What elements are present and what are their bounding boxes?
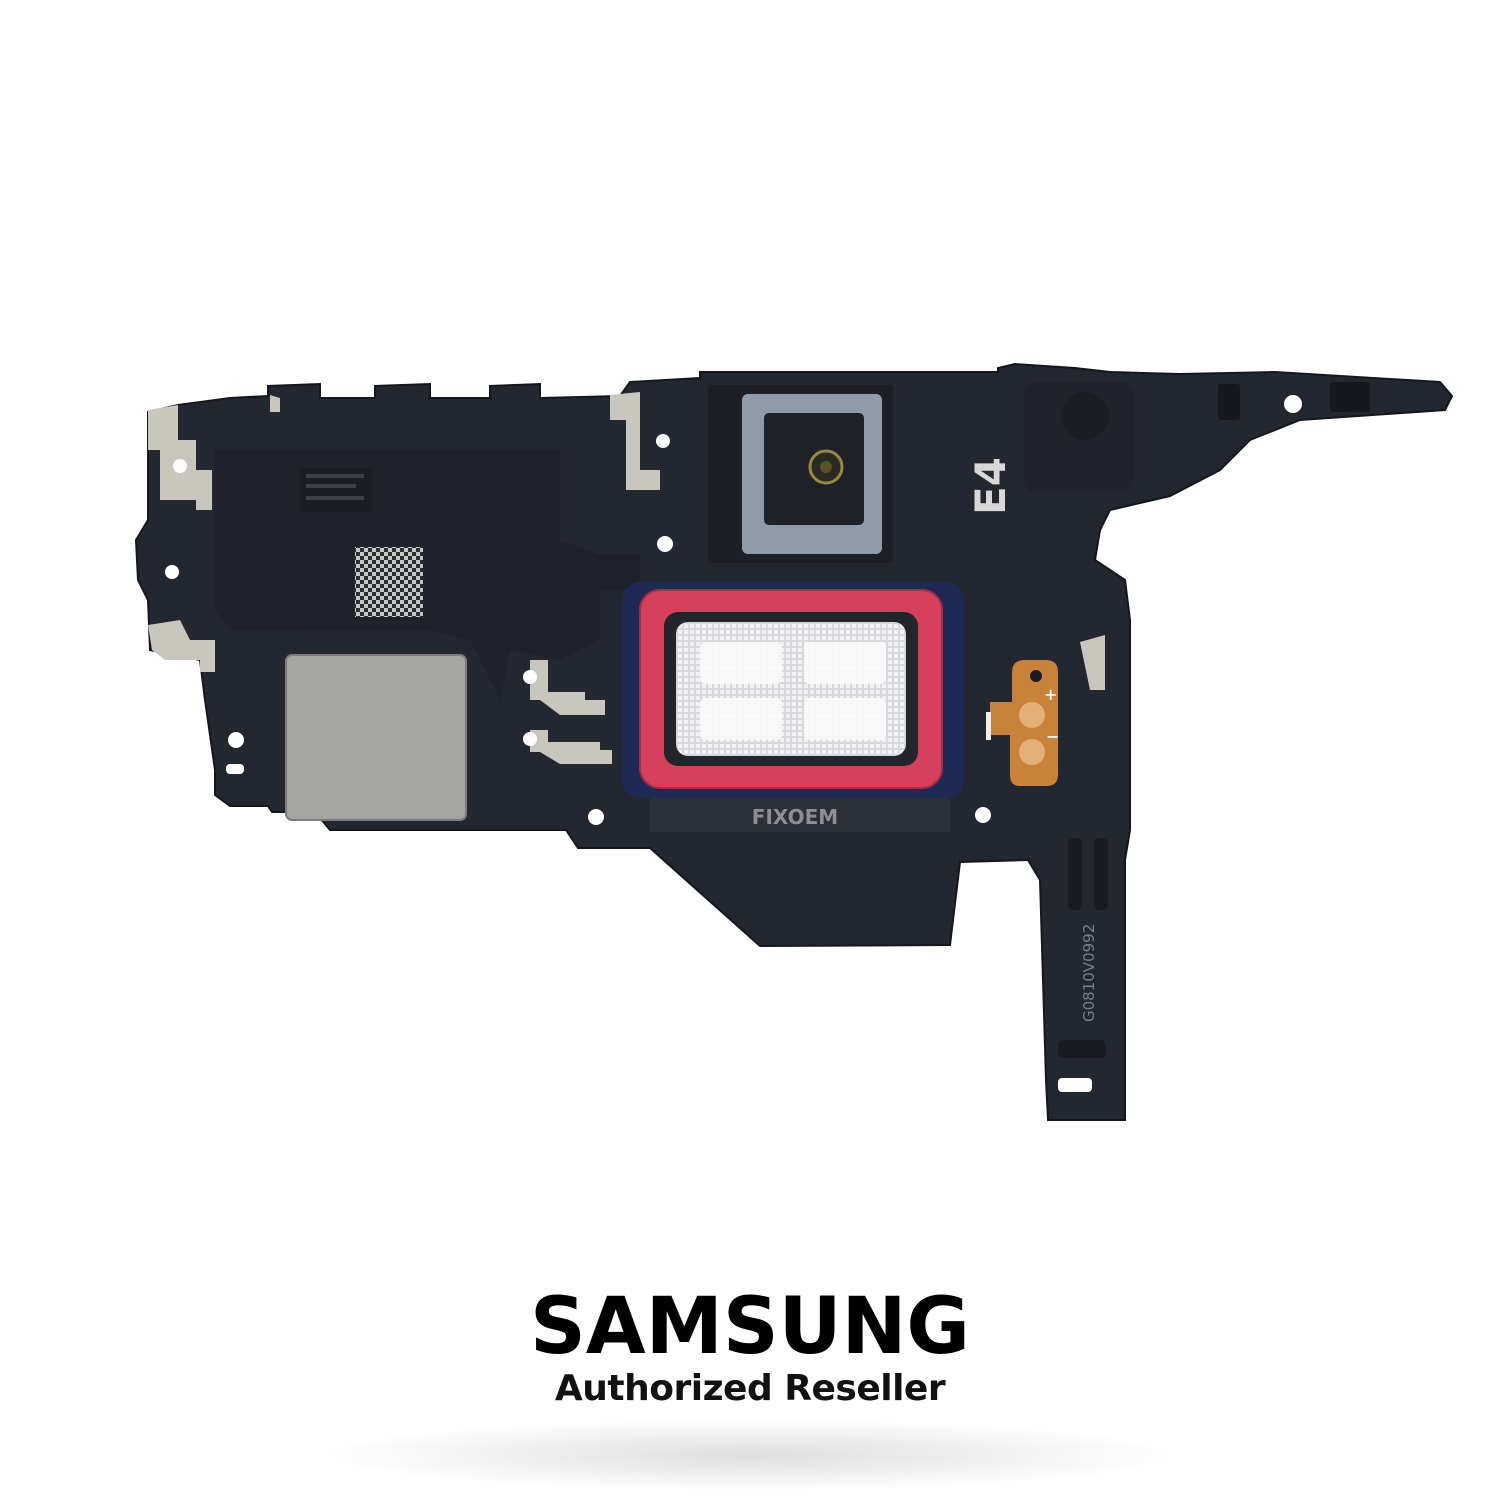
flex-plus-label: +	[1044, 685, 1057, 704]
flex-minus-label: −	[1046, 727, 1059, 746]
leg-grooves	[1058, 838, 1108, 1058]
bracket-recess	[215, 450, 640, 700]
bracket-details	[1024, 382, 1370, 492]
datamatrix-code	[355, 547, 423, 617]
sensor-module	[708, 385, 893, 563]
earpiece-speaker	[622, 582, 964, 832]
metal-traces	[148, 392, 1105, 764]
printed-code	[300, 468, 372, 512]
samsung-wordmark: SAMSUNG	[530, 1289, 970, 1361]
flex-contacts	[986, 660, 1058, 786]
serial-number: G0810V0992	[1080, 924, 1098, 1022]
screw-holes	[165, 395, 1302, 1092]
brand-tagline: Authorized Reseller	[554, 1368, 946, 1409]
shield-plate	[285, 654, 467, 821]
watermark: FIXOEM	[752, 805, 838, 829]
brand-wordmark-text: SAMSUNG	[530, 1289, 970, 1361]
label-e4: E4	[966, 457, 1015, 515]
logo-shadow	[330, 1420, 1170, 1490]
